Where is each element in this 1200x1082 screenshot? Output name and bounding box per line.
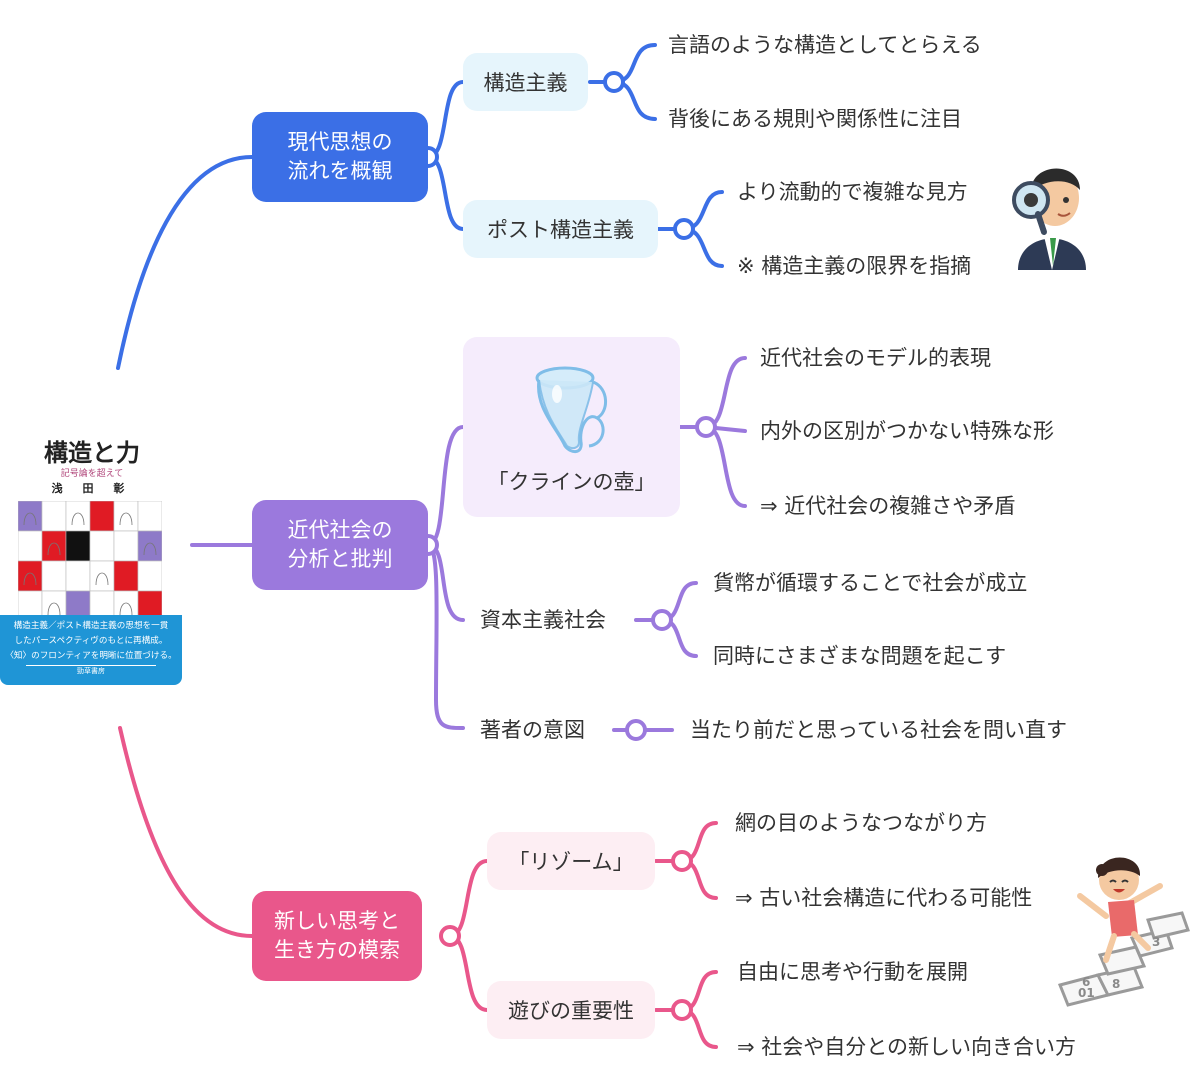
node-structuralism-label: 構造主義 [483,71,568,95]
svg-text:3: 3 [1152,935,1160,949]
klein-bottle-icon [535,366,607,453]
leaf-capitalism-1: 貨幣が循環することで社会が成立 [713,571,1028,595]
node-klein-bottle-label: 「クラインの壺」 [487,470,656,494]
leaf-play-1: 自由に思考や行動を展開 [737,960,968,984]
svg-text:6: 6 [1082,975,1090,989]
girl-hopscotch-illustration: 01 8 6 3 [1057,857,1190,1007]
leaf-post-structuralism-1: より流動的で複雑な見方 [737,180,968,204]
leaf-klein-2: 内外の区別がつかない特殊な形 [760,419,1054,443]
man-magnifier-illustration [1012,168,1086,270]
node-post-structuralism-label: ポスト構造主義 [487,218,634,242]
branch-modern-society-label: 近代社会の 分析と批判 [287,518,393,571]
branch-new-thinking-label: 新しい思考と 生き方の模索 [274,909,400,962]
leaf-klein-1: 近代社会のモデル的表現 [760,346,991,370]
pink-nodes [439,850,693,1021]
leaf-klein-3: ⇒ 近代社会の複雑さや矛盾 [760,494,1016,518]
book-cover: 構造と力 記号論を超えて 浅 田 彰 構造主義／ポスト構造主義の思想を一貫 した… [0,425,184,687]
node-rhizome-label: 「リゾーム」 [508,850,634,874]
node-author-intent[interactable]: 著者の意図 [480,718,585,742]
node-structuralism[interactable]: 構造主義 [463,53,588,111]
leaf-structuralism-2: 背後にある規則や関係性に注目 [668,107,962,131]
leaf-structuralism-1: 言語のような構造としてとらえる [668,33,982,57]
leaf-play-2: ⇒ 社会や自分との新しい向き合い方 [737,1035,1077,1059]
book-subtitle: 記号論を超えて [60,469,124,479]
leaf-post-structuralism-2: ※ 構造主義の限界を指摘 [737,254,972,278]
branch-modern-thought-label: 現代思想の 流れを概観 [287,130,393,183]
branch-new-thinking[interactable]: 新しい思考と 生き方の模索 [252,891,422,981]
book-blurb-line: 〈知〉のフロンティアを明晰に位置づける。 [5,651,177,661]
branch-modern-thought[interactable]: 現代思想の 流れを概観 [252,112,428,202]
leaf-rhizome-2: ⇒ 古い社会構造に代わる可能性 [735,886,1033,910]
node-play-label: 遊びの重要性 [508,999,634,1023]
node-capitalism[interactable]: 資本主義社会 [480,608,606,632]
book-title: 構造と力 [44,438,140,467]
leaf-intent-1: 当たり前だと思っている社会を問い直す [690,718,1067,742]
leaf-capitalism-2: 同時にさまざまな問題を起こす [713,644,1007,668]
node-post-structuralism[interactable]: ポスト構造主義 [463,200,658,258]
leaf-rhizome-1: 網の目のようなつながり方 [735,811,987,835]
book-blurb-line: 構造主義／ポスト構造主義の思想を一貫 [13,621,169,631]
node-rhizome[interactable]: 「リゾーム」 [487,832,655,890]
book-cover-pattern [18,501,162,621]
svg-text:8: 8 [1112,977,1120,991]
node-play[interactable]: 遊びの重要性 [487,981,655,1039]
book-author: 浅 田 彰 [51,482,133,495]
pink-branch-lines [118,726,718,1049]
book-publisher: 勁草書房 [26,665,156,677]
branch-modern-society[interactable]: 近代社会の 分析と批判 [252,500,428,590]
svg-text:01: 01 [1078,986,1095,1000]
node-klein-bottle[interactable]: 「クラインの壺」 [463,337,680,517]
book-blurb-line: したパースペクティヴのもとに再構成。 [14,636,168,646]
book-blurb-band: 構造主義／ポスト構造主義の思想を一貫 したパースペクティヴのもとに再構成。 〈知… [0,615,182,685]
